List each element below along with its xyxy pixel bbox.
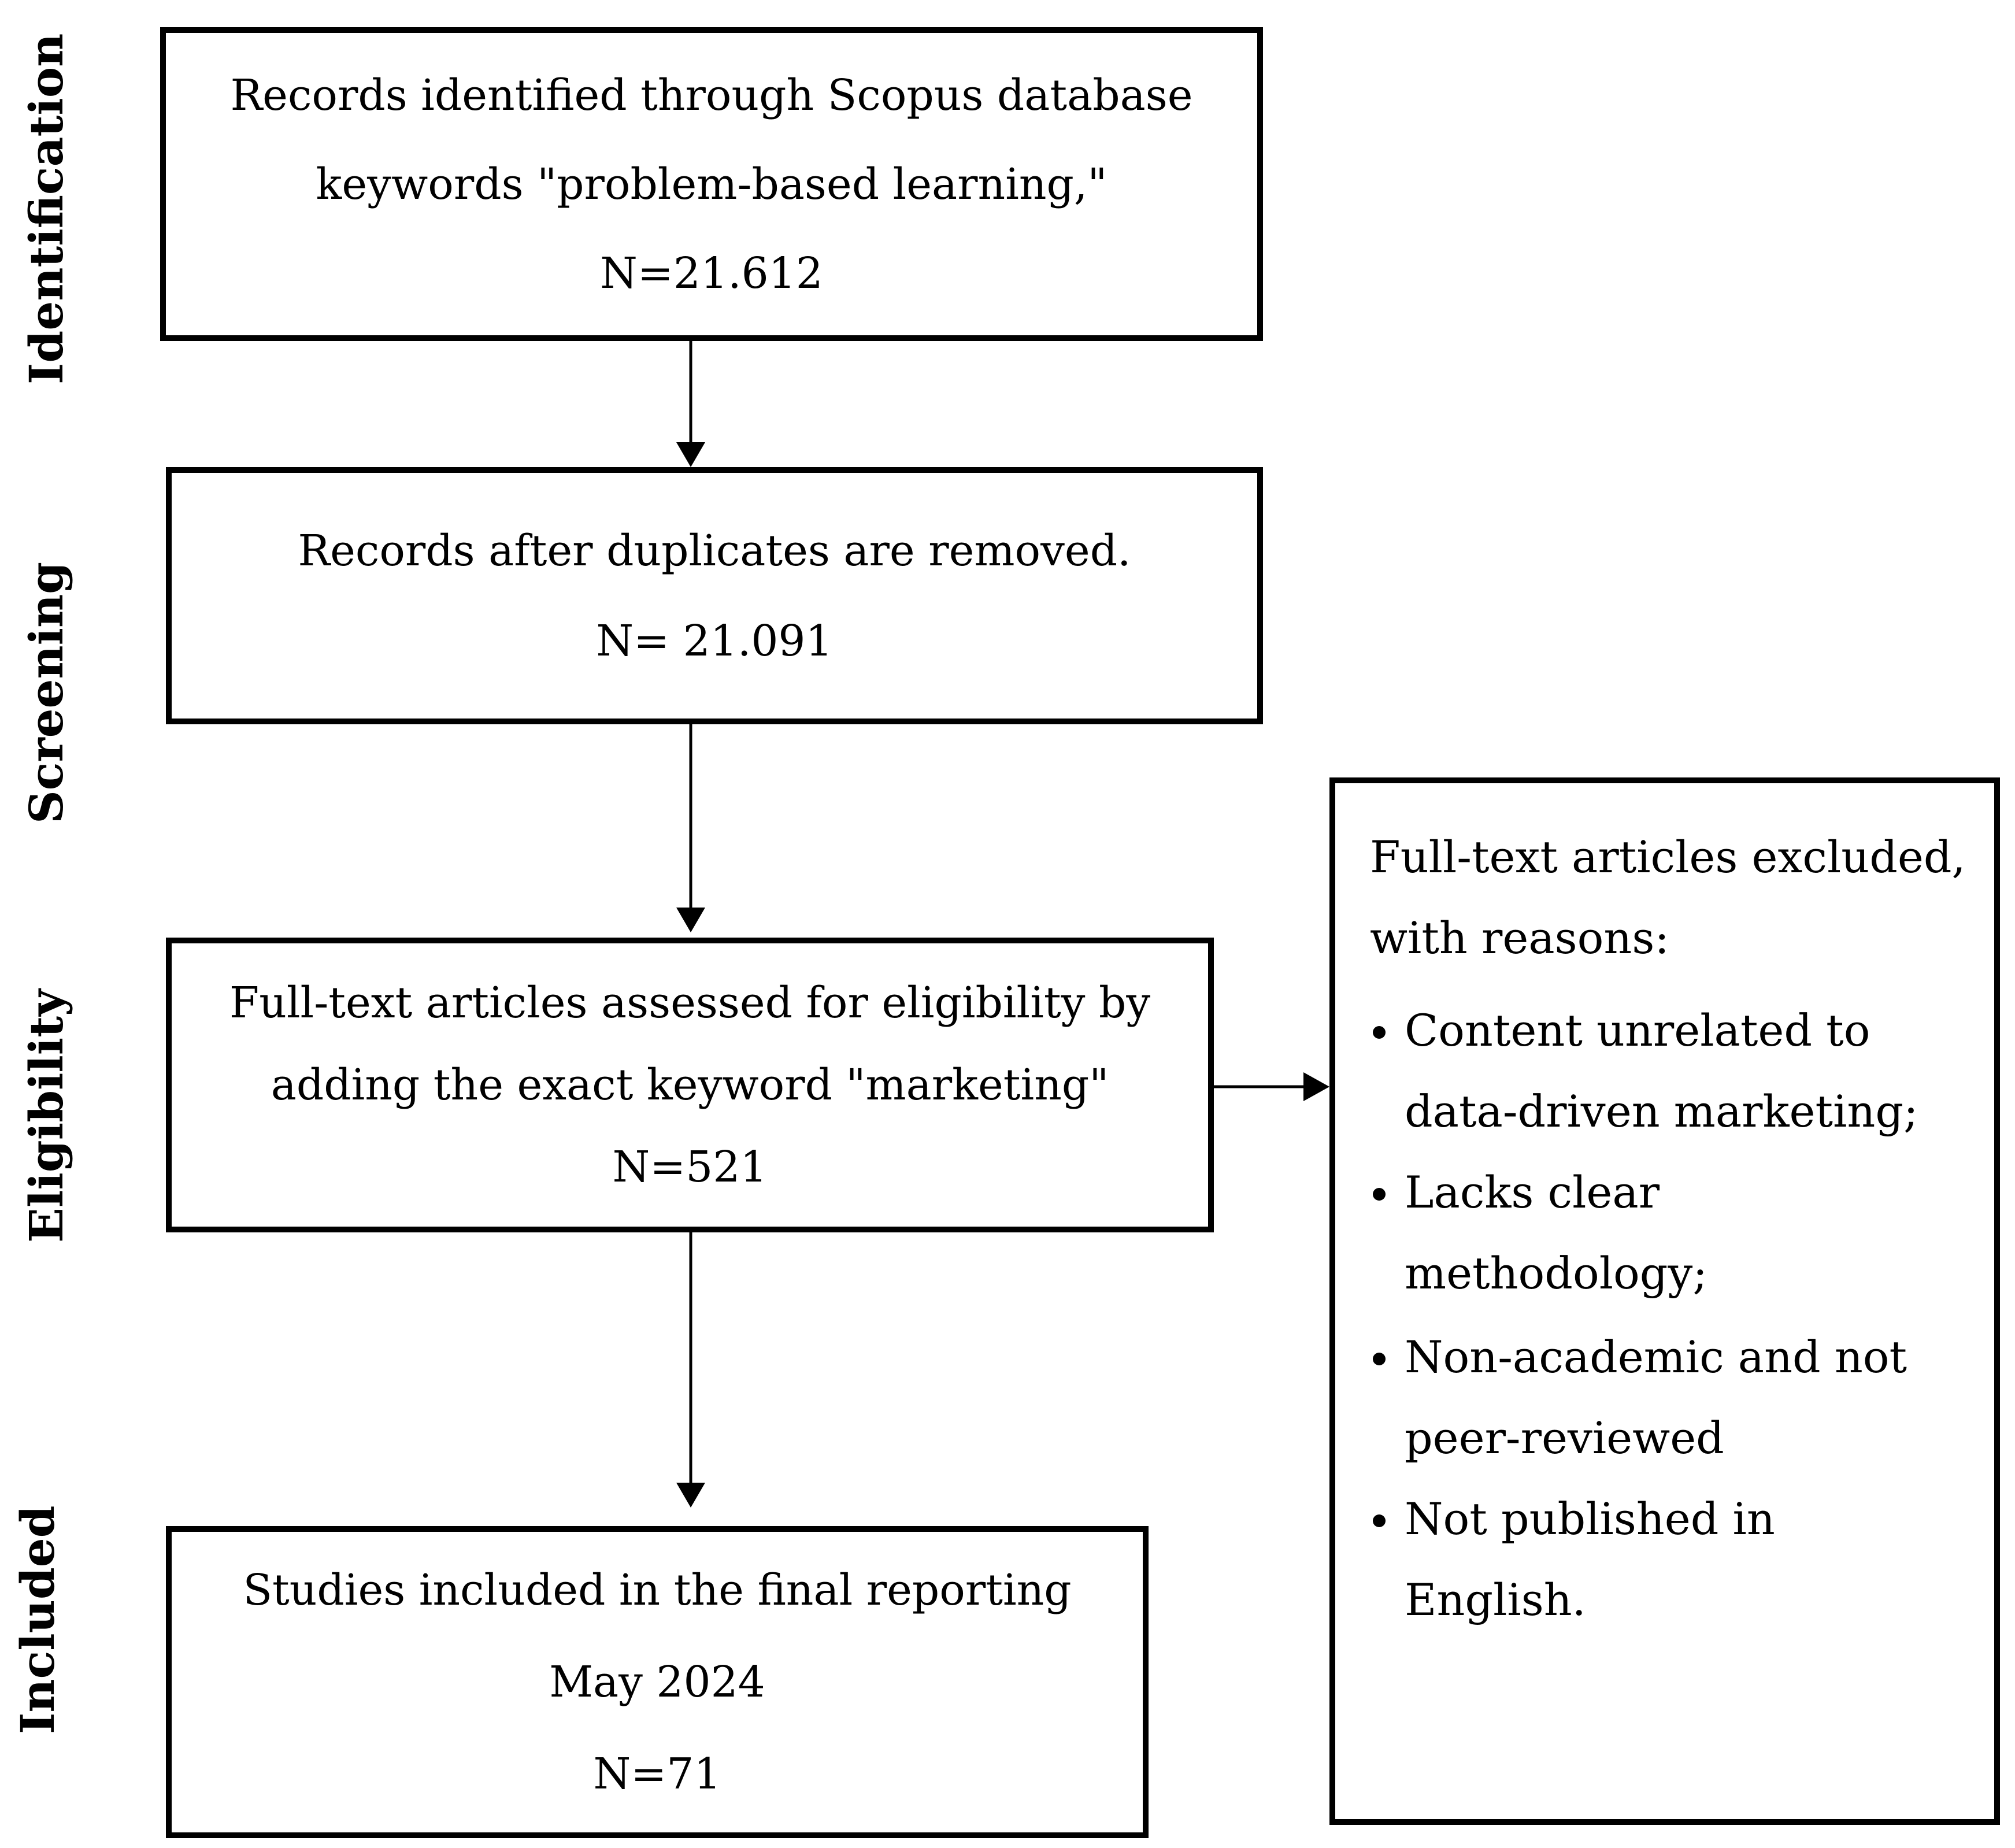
bullet-icon (1373, 1026, 1386, 1039)
excluded-heading-line2: with reasons: (1370, 912, 1669, 964)
excluded-reason-4-line2: English. (1405, 1574, 1586, 1625)
arrowhead-screening (676, 442, 705, 467)
excluded-reason-4-line1: Not published in (1405, 1493, 1775, 1545)
arrowhead-excluded (1303, 1072, 1329, 1101)
excluded-reason-3-line1: Non-academic and not (1405, 1331, 1907, 1383)
eligibility-box: Full-text articles assessed for eligibil… (166, 938, 1214, 1232)
bullet-icon (1373, 1188, 1386, 1201)
excluded-reason-1-line2: data-driven marketing; (1405, 1086, 1918, 1137)
arrowhead-eligibility (676, 908, 705, 932)
included-count: N=71 (593, 1749, 721, 1799)
excluded-box: Full-text articles excluded, with reason… (1329, 777, 2000, 1825)
included-text-line2: May 2024 (549, 1657, 765, 1707)
included-text-line1: Studies included in the final reporting (243, 1565, 1072, 1615)
identification-box: Records identified through Scopus databa… (160, 27, 1263, 341)
identification-count: N=21.612 (600, 248, 823, 298)
eligibility-count: N=521 (612, 1142, 768, 1192)
excluded-reason-2-line1: Lacks clear (1405, 1166, 1660, 1218)
screening-count: N= 21.091 (596, 616, 833, 666)
screening-text-line1: Records after duplicates are removed. (298, 525, 1131, 576)
excluded-reason-2-line2: methodology; (1405, 1247, 1707, 1299)
screening-box: Records after duplicates are removed. N=… (166, 467, 1263, 724)
excluded-heading-line1: Full-text articles excluded, (1370, 831, 1966, 883)
bullet-icon (1373, 1514, 1386, 1527)
identification-text-line1: Records identified through Scopus databa… (230, 70, 1193, 120)
excluded-reason-1-line1: Content unrelated to (1405, 1005, 1870, 1056)
eligibility-text-line1: Full-text articles assessed for eligibil… (229, 978, 1151, 1028)
excluded-reason-3-line2: peer-reviewed (1405, 1412, 1724, 1464)
included-box: Studies included in the final reporting … (166, 1526, 1149, 1838)
identification-text-line2: keywords "problem-based learning," (316, 159, 1107, 209)
eligibility-text-line2: adding the exact keyword "marketing" (271, 1060, 1109, 1110)
arrowhead-included (676, 1483, 705, 1508)
bullet-icon (1373, 1353, 1386, 1365)
